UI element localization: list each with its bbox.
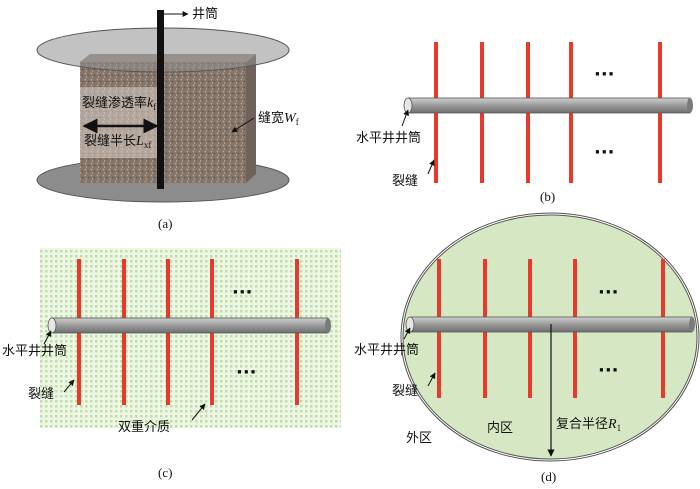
inner-zone-label: 内区 bbox=[487, 421, 514, 436]
panel-d-schematic bbox=[400, 212, 700, 462]
fracture-pointer bbox=[63, 379, 75, 393]
width-pointer bbox=[231, 117, 255, 133]
composite-zone bbox=[402, 214, 698, 460]
outer-zone-label: 外区 bbox=[406, 431, 433, 446]
caption-b: (b) bbox=[540, 189, 556, 204]
ellipsis-bottom: ··· bbox=[594, 142, 615, 163]
wellbore-label: 水平井井筒 bbox=[354, 343, 420, 358]
medium-pointer bbox=[191, 403, 206, 421]
wellbore-label: 水平井井筒 bbox=[2, 344, 68, 359]
half-length-label: 裂缝半长Lxf bbox=[84, 134, 152, 150]
horizontal-wellbore bbox=[51, 317, 329, 334]
caption-d: (d) bbox=[541, 469, 557, 484]
radius-label: 复合半径R1 bbox=[556, 417, 622, 433]
panel-c-schematic bbox=[40, 248, 341, 428]
panel-a-reservoir-block bbox=[36, 10, 290, 203]
panel-b-schematic bbox=[401, 42, 693, 183]
wellbore-label: 井筒 bbox=[192, 7, 219, 22]
caption-a: (a) bbox=[158, 216, 173, 231]
width-label: 缝宽Wf bbox=[258, 111, 299, 127]
ellipsis-bottom: ··· bbox=[598, 360, 619, 381]
block-side-face bbox=[246, 54, 256, 183]
wellbore-pointer bbox=[43, 330, 52, 345]
ellipsis-bottom: ··· bbox=[236, 362, 257, 383]
wellbore-pointer bbox=[401, 109, 409, 127]
dual-medium-region bbox=[40, 248, 341, 428]
wellbore-end-cap bbox=[405, 316, 415, 333]
ellipsis-top: ··· bbox=[594, 64, 615, 85]
fracture-label: 裂缝 bbox=[392, 384, 419, 399]
ellipsis-top: ··· bbox=[232, 282, 253, 303]
fracture-pointer bbox=[427, 372, 436, 387]
caption-c: (c) bbox=[158, 465, 173, 480]
dual-medium-label: 双重介质 bbox=[118, 420, 171, 435]
wellbore-pipe bbox=[157, 10, 164, 189]
wellbore-pointer bbox=[403, 327, 411, 340]
wellbore-end-cap bbox=[47, 317, 57, 334]
fracture-label: 裂缝 bbox=[28, 387, 55, 402]
permeability-label: 裂缝渗透率kf bbox=[82, 96, 157, 112]
fracture-pointer bbox=[427, 159, 435, 175]
fracture-label: 裂缝 bbox=[392, 174, 419, 189]
ellipsis-top: ··· bbox=[598, 282, 619, 303]
wellbore-label: 水平井井筒 bbox=[356, 131, 422, 146]
horizontal-wellbore bbox=[407, 97, 691, 114]
outer-zone-boundary bbox=[400, 212, 700, 462]
